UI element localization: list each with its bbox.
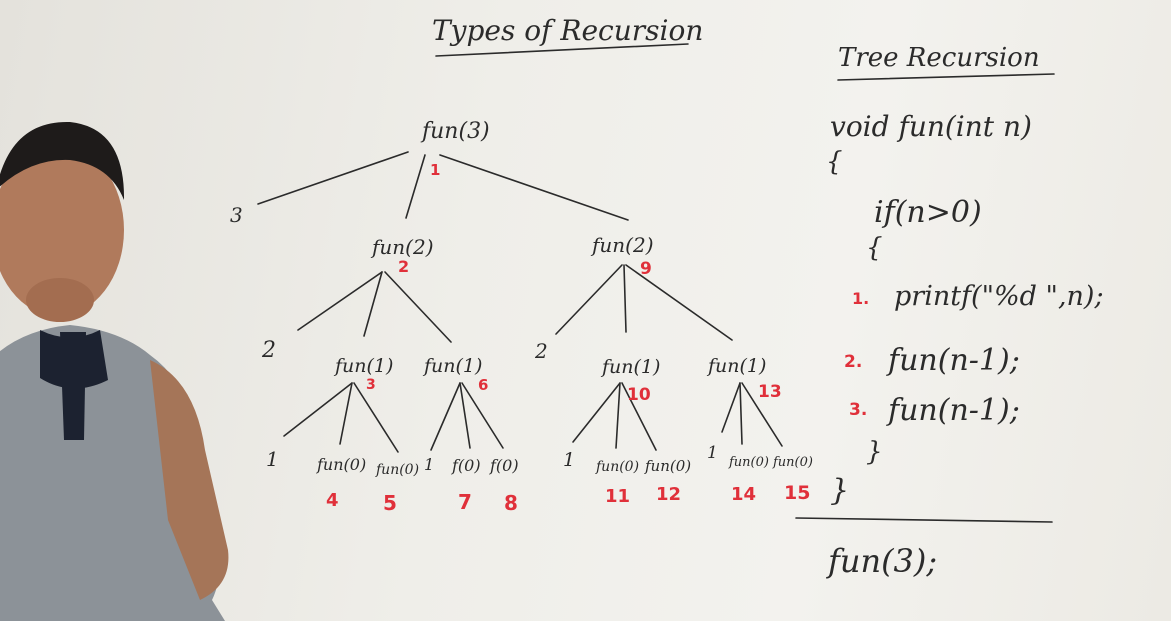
tree-root-node: fun(3) (420, 119, 490, 144)
code-if-open: { (866, 233, 883, 263)
tree-leaf-a2-step: 5 (383, 491, 397, 515)
board-title: Types of Recursion (432, 14, 703, 47)
tree-print-fun2-left: 2 (261, 338, 276, 363)
code-close-brace: } (830, 473, 849, 508)
tree-print-d: 1 (707, 443, 718, 463)
code-if: if(n>0) (874, 195, 982, 230)
tree-node-fun2-left: fun(2) (370, 235, 434, 259)
section-title: Tree Recursion (838, 43, 1040, 73)
tree-node-fun2-right: fun(2) (590, 233, 654, 257)
tree-node-fun1-d: fun(1) (706, 355, 766, 377)
title-underline (435, 43, 689, 57)
tree-print-c: 1 (563, 449, 575, 471)
section-underline (837, 73, 1055, 81)
tree-node-fun1-b: fun(1) (422, 355, 482, 377)
code-open-brace: { (826, 147, 843, 177)
tree-leaf-c1-step: 11 (605, 486, 630, 507)
tree-node-fun1-a: fun(1) (333, 355, 393, 377)
code-divider (795, 517, 1053, 523)
tree-leaf-c2-step: 12 (656, 484, 681, 505)
tree-leaf-b2-step: 8 (504, 491, 518, 515)
code-step2-num: 2. (844, 352, 862, 372)
tree-leaf-c2: fun(0) (644, 457, 691, 475)
code-step1-num: 1. (852, 289, 869, 308)
tree-leaf-d1-step: 14 (731, 484, 756, 505)
tree-leaf-a1: fun(0) (316, 455, 366, 474)
code-step2: fun(n-1); (886, 343, 1020, 378)
tree-step-fun2-left: 2 (398, 257, 409, 276)
tree-step-fun1-c: 10 (627, 385, 651, 405)
tree-step-fun1-b: 6 (478, 376, 488, 394)
tree-step-fun1-d: 13 (758, 382, 782, 402)
tree-leaf-a1-step: 4 (326, 490, 339, 511)
tree-node-fun1-c: fun(1) (600, 356, 660, 378)
code-step3-num: 3. (849, 400, 867, 420)
tree-step-fun1-a: 3 (366, 377, 376, 393)
tree-print-b: 1 (424, 455, 434, 474)
tree-leaf-d1: fun(0) (728, 455, 769, 470)
code-if-close: } (866, 437, 883, 467)
code-step1: printf("%d ",n); (894, 281, 1104, 312)
presenter-figure (0, 121, 229, 621)
tree-leaf-c1: fun(0) (595, 459, 639, 475)
tree-step-fun2-right: 9 (640, 259, 652, 279)
code-call: fun(3); (826, 542, 937, 580)
tree-leaf-a2: fun(0) (375, 462, 419, 478)
tree-leaf-d2-step: 15 (784, 482, 810, 504)
tree-root-step: 1 (430, 161, 440, 179)
tree-leaf-d2: fun(0) (772, 455, 813, 470)
tree-leaf-b1-step: 7 (458, 490, 472, 514)
code-signature: void fun(int n) (830, 110, 1032, 143)
tree-edges (257, 151, 783, 453)
tree-leaf-b1: f(0) (451, 456, 481, 475)
code-step3: fun(n-1); (886, 393, 1020, 428)
tree-root-print: 3 (230, 203, 243, 227)
tree-print-fun2-right: 2 (534, 339, 548, 363)
tree-leaf-b2: f(0) (489, 456, 519, 475)
tree-print-a: 1 (266, 447, 279, 471)
